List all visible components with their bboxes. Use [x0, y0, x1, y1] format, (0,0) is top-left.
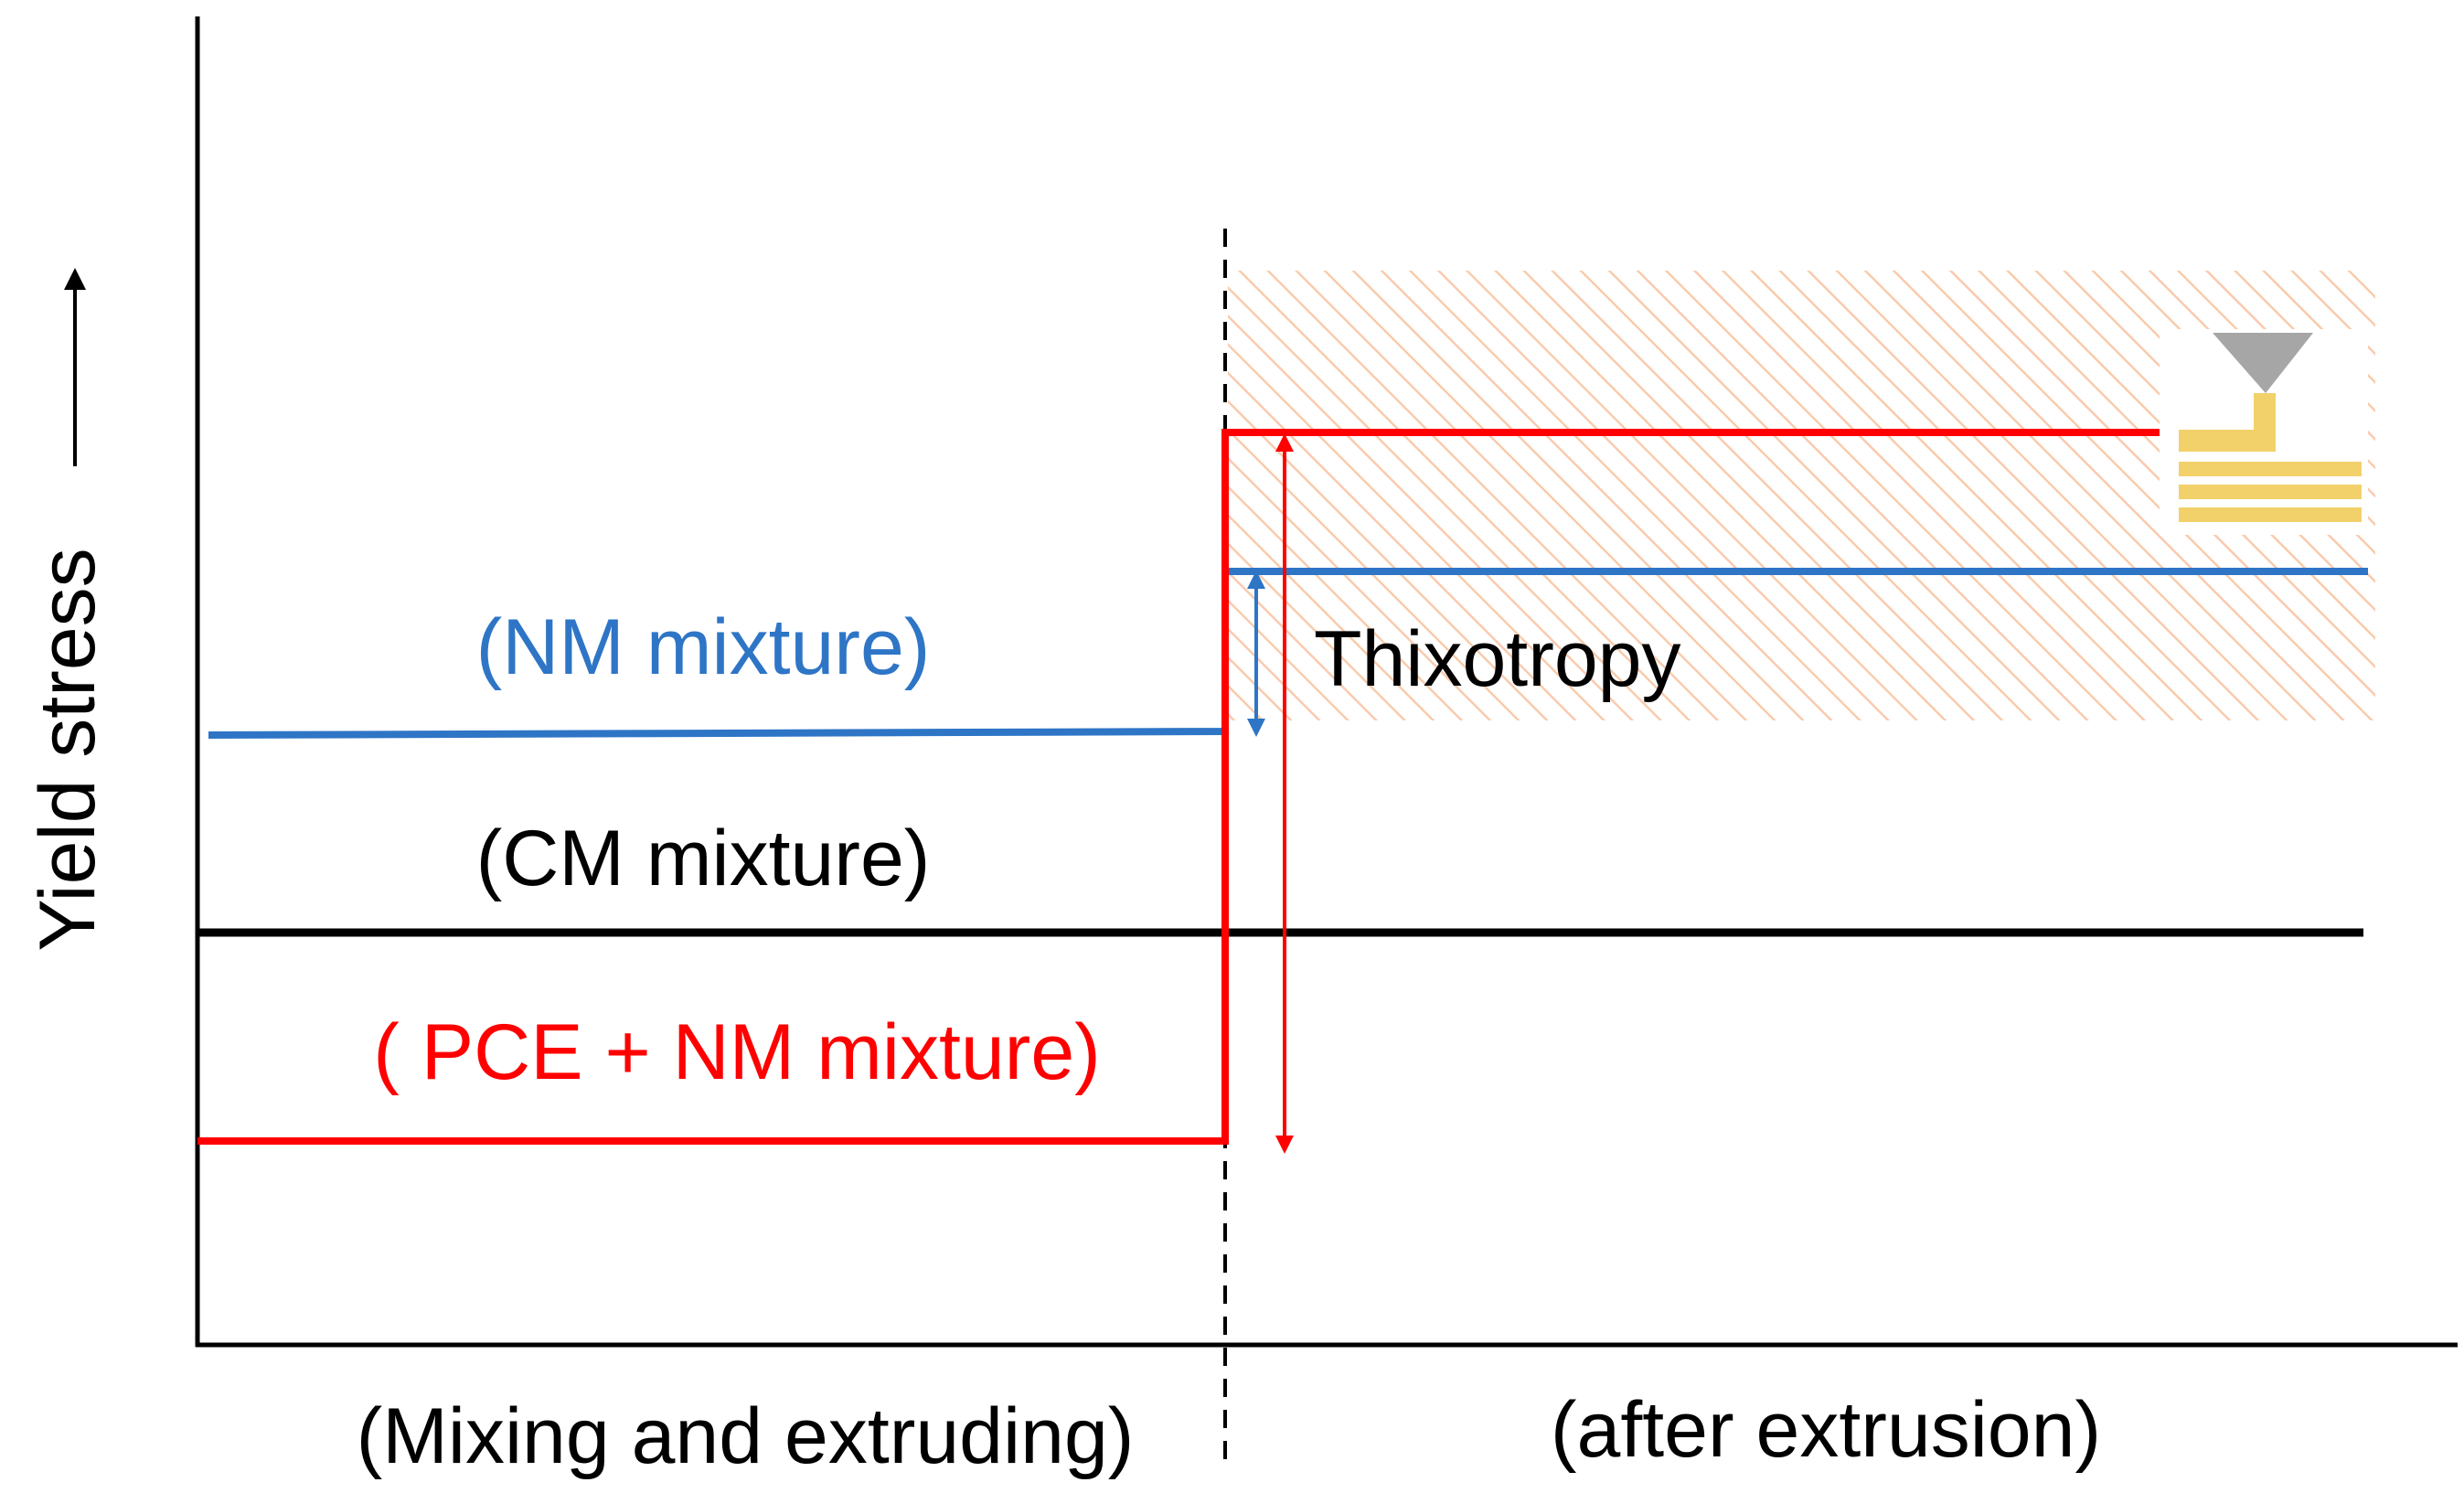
- nm-mixture-label: (NM mixture): [476, 603, 931, 691]
- pce-nm-mixture-line: [197, 429, 2160, 1145]
- 3d-printer-nozzle-icon: [2160, 329, 2368, 535]
- phase-label-mixing: (Mixing and extruding): [357, 1392, 1135, 1480]
- phase-label-after-extrusion: (after extrusion): [1551, 1386, 2101, 1474]
- y-axis-label: Yield stress: [24, 548, 112, 951]
- pce-nm-mixture-label: ( PCE + NM mixture): [373, 1008, 1101, 1096]
- thixotropy-label: Thixotropy: [1314, 615, 1681, 703]
- cm-mixture-label: (CM mixture): [476, 815, 931, 902]
